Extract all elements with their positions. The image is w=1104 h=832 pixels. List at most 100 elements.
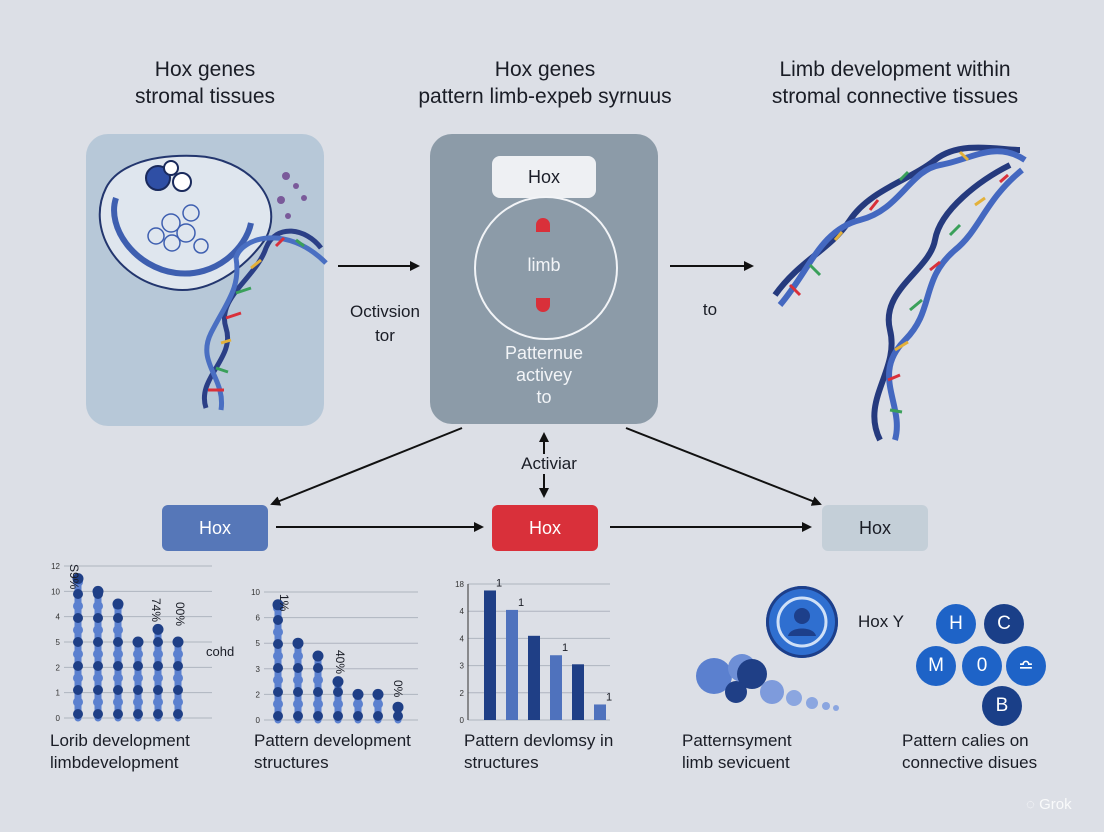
data-point (273, 699, 283, 709)
title-left-line1: Hox genes (154, 58, 256, 81)
data-point (293, 663, 303, 673)
data-point-top (352, 688, 364, 700)
bar-label: 1 (606, 691, 612, 703)
data-point-top (172, 636, 184, 648)
y-tick-label: 10 (251, 588, 260, 597)
bubbles-icon (696, 654, 839, 711)
y-tick-label: 1 (56, 689, 61, 698)
y-tick-label: 2 (460, 689, 465, 698)
data-point (313, 711, 323, 721)
data-point-top (112, 598, 124, 610)
title-center-line1: Hox genes (494, 58, 596, 81)
data-point (113, 673, 123, 683)
y-tick-label: 2 (56, 663, 61, 672)
chart3-caption-line1: Pattern devlomsy in (464, 731, 614, 750)
bar (550, 655, 562, 720)
watermark-text: Grok (1039, 796, 1072, 813)
data-point (113, 625, 123, 635)
data-point (73, 685, 83, 695)
badge-h: H (936, 604, 976, 644)
data-point (153, 685, 163, 695)
data-point (293, 711, 303, 721)
portrait-icon (766, 586, 838, 658)
arrow-label-left-line1: Octivsion (350, 302, 420, 321)
data-point-top (132, 636, 144, 648)
data-point (93, 613, 103, 623)
hox-box-gray: Hox (822, 505, 928, 551)
data-point (353, 699, 363, 709)
data-point (73, 625, 83, 635)
data-point (293, 651, 303, 661)
data-point (173, 673, 183, 683)
title-center: Hox genes pattern limb-expeb syrnuus (380, 56, 710, 110)
hox-box-red-label: Hox (528, 517, 561, 538)
data-point (73, 661, 83, 671)
cell-dna-illustration (98, 154, 328, 411)
title-left-line2: stromal tissues (134, 85, 276, 108)
y-tick-label: 5 (256, 639, 261, 648)
bar (506, 609, 518, 720)
data-label: 0% (391, 680, 405, 698)
data-point (113, 613, 123, 623)
bar (528, 635, 540, 720)
data-point-top (152, 623, 164, 635)
arrow-center-to-box1 (270, 427, 463, 506)
data-label: 00% (173, 602, 187, 626)
arrow-center-to-box3 (625, 427, 822, 506)
center-caption-line3: to (536, 387, 552, 407)
caption-badges-line2: connective disues (902, 753, 1038, 772)
bar-label: 1 (518, 597, 524, 609)
y-tick-label: 3 (256, 665, 261, 674)
limb-circle (474, 196, 618, 340)
data-point (273, 663, 283, 673)
data-point-top (92, 585, 104, 597)
arrow-label-left: Octivsion tor (330, 300, 440, 348)
data-point (153, 673, 163, 683)
badge-c: C (984, 604, 1024, 644)
hox-y-label: Hox Y (858, 612, 904, 631)
data-point (173, 685, 183, 695)
y-tick-label: 10 (51, 587, 60, 596)
bar-label: 1 (496, 577, 502, 589)
hox-label: Hox (527, 166, 560, 187)
chart2-caption-line2: structures (254, 753, 329, 772)
data-point (93, 685, 103, 695)
data-label: 40% (333, 650, 347, 674)
data-point (93, 661, 103, 671)
data-point-top (272, 599, 284, 611)
bar (594, 704, 606, 720)
data-point (273, 651, 283, 661)
data-point (153, 649, 163, 659)
hox-box-blue: Hox (162, 505, 268, 551)
dna-helix-right (772, 144, 1027, 442)
title-center-line2: pattern limb-expeb syrnuus (418, 85, 672, 108)
data-point (313, 699, 323, 709)
data-point (373, 699, 383, 709)
data-label: 1% (277, 594, 291, 612)
chart3-caption: Pattern devlomsy in structures (464, 730, 613, 774)
hox-box-gray-label: Hox (858, 517, 891, 538)
bar (572, 664, 584, 720)
data-point (313, 687, 323, 697)
data-point (133, 673, 143, 683)
arrow-label-right: to (702, 300, 718, 319)
data-label: S9% (67, 564, 81, 590)
data-point (113, 697, 123, 707)
y-tick-label: 4 (56, 613, 61, 622)
data-point (93, 601, 103, 611)
data-point-top (332, 676, 344, 688)
data-point (333, 687, 343, 697)
data-point (273, 639, 283, 649)
data-point (113, 637, 123, 647)
data-point (313, 675, 323, 685)
y-tick-label: 2 (256, 690, 261, 699)
bar-label: 1 (562, 642, 568, 654)
center-caption-line2: activey (515, 365, 573, 385)
y-tick-label: 0 (460, 716, 465, 725)
badge-bump: ≏ (1006, 646, 1046, 686)
chart1-caption: Lorib development limbdevelopment (50, 730, 190, 774)
bar (484, 590, 496, 720)
data-point (313, 663, 323, 673)
